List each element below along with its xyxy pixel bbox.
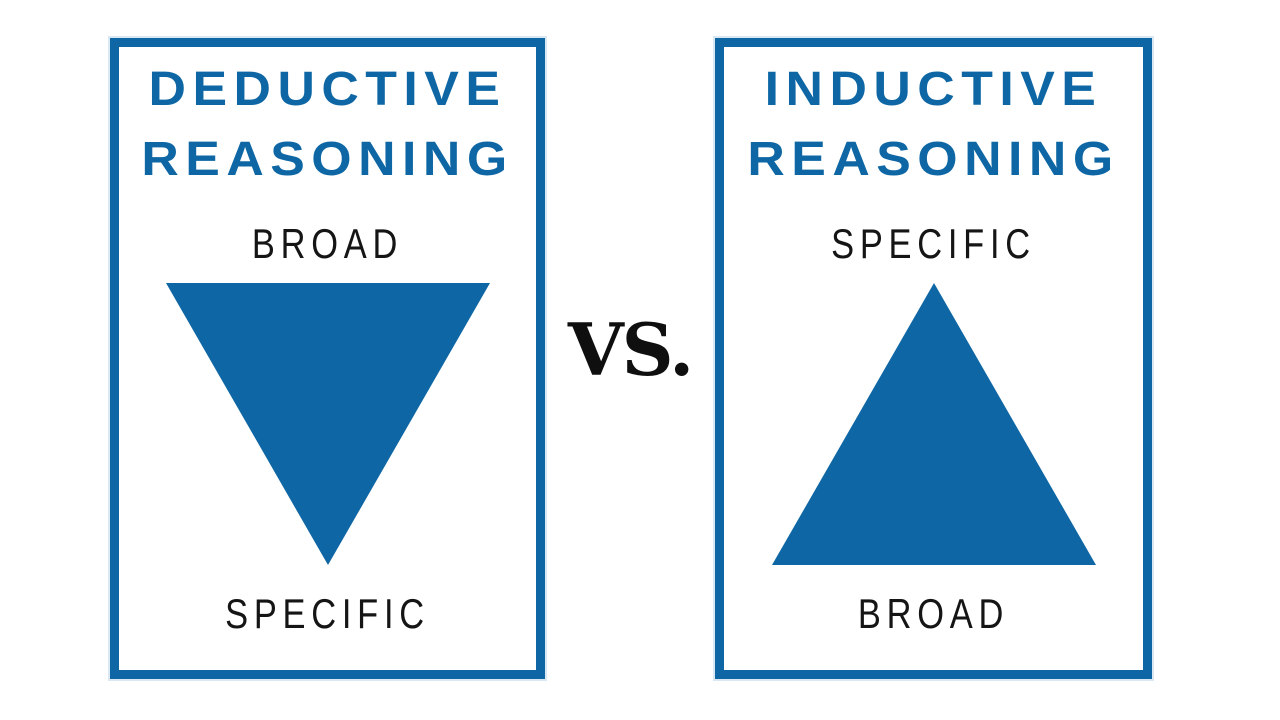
down-triangle-icon xyxy=(165,283,490,565)
deductive-reasoning-card: DEDUCTIVE REASONING BROAD SPECIFIC xyxy=(110,38,545,679)
card-title-line2: REASONING xyxy=(141,133,514,186)
versus-label: VS. xyxy=(567,307,694,392)
inductive-top-scope-label: SPECIFIC xyxy=(831,220,1036,267)
up-triangle-icon xyxy=(771,283,1096,565)
inductive-card-title: INDUCTIVE REASONING xyxy=(707,55,1160,195)
inductive-triangle-container xyxy=(724,283,1143,565)
card-title-line1: DEDUCTIVE xyxy=(148,63,507,116)
deductive-triangle-container xyxy=(119,283,536,565)
card-title-line1: INDUCTIVE xyxy=(764,63,1103,116)
inductive-bottom-scope-label: BROAD xyxy=(857,590,1010,637)
inductive-reasoning-card: INDUCTIVE REASONING SPECIFIC BROAD xyxy=(715,38,1152,679)
deductive-top-scope-label: BROAD xyxy=(251,220,404,267)
down-triangle-shape xyxy=(165,283,490,565)
card-title-line2: REASONING xyxy=(747,133,1120,186)
up-triangle-shape xyxy=(771,283,1096,565)
deductive-bottom-scope-label: SPECIFIC xyxy=(225,590,430,637)
deductive-card-title: DEDUCTIVE REASONING xyxy=(102,55,552,195)
